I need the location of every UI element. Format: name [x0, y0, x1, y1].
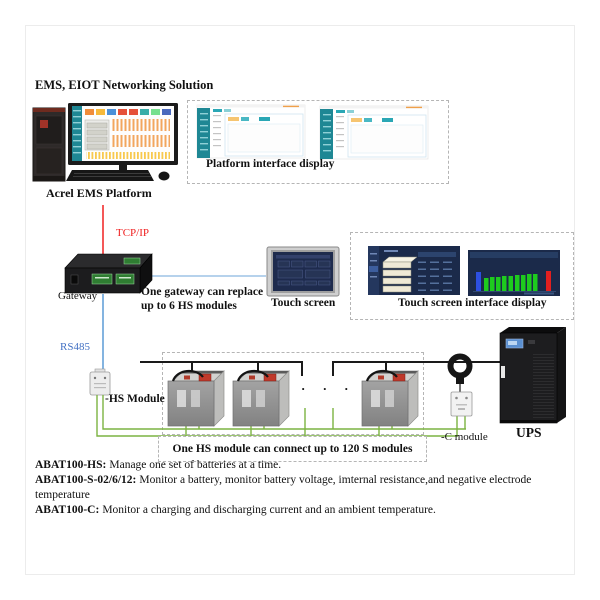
battery-bus-wire [140, 361, 500, 376]
touchscreen-label: Touch screen [271, 297, 336, 309]
gateway-note-line1: One gateway can replace [141, 286, 264, 298]
hs-module-device [89, 368, 111, 396]
keyboard [66, 170, 154, 181]
description-abat100-c: ABAT100-C:Monitor a charging and dischar… [35, 503, 572, 518]
ups-label: UPS [516, 425, 542, 440]
description-text: Monitor a battery, monitor battery volta… [35, 474, 532, 501]
gateway-note: One gateway can replace up to 6 HS modul… [141, 285, 263, 313]
ct-sensor [447, 353, 473, 392]
touch-screenshot-rack [368, 246, 460, 295]
description-term: ABAT100-HS: [35, 459, 107, 471]
battery-ellipsis: · · · [301, 381, 356, 396]
gateway-note-line2: up to 6 HS modules [141, 300, 237, 312]
monitor-screen [72, 106, 174, 161]
ems-platform-label: Acrel EMS Platform [46, 186, 152, 200]
image-border [25, 25, 575, 575]
gateway-label: Gateway [58, 290, 98, 302]
page-title: EMS, EIOT Networking Solution [35, 78, 214, 92]
touch-display-caption: Touch screen interface display [398, 297, 547, 309]
gateway-device [64, 253, 153, 294]
mouse [158, 171, 170, 181]
c-module-device [450, 391, 473, 417]
monitor [68, 103, 178, 175]
battery-1 [166, 369, 226, 428]
description-text: Monitor a charging and discharging curre… [102, 504, 436, 516]
ups-cabinet [499, 327, 566, 424]
product-descriptions: ABAT100-HS:Manage one set of batteries a… [35, 458, 572, 518]
tcpip-label: TCP/IP [116, 227, 150, 239]
battery-2 [231, 369, 291, 428]
description-abat100-hs: ABAT100-HS:Manage one set of batteries a… [35, 458, 572, 473]
description-abat100-s: ABAT100-S-02/6/12:Monitor a battery, mon… [35, 473, 572, 503]
touch-display-box [350, 232, 574, 320]
c-module-label: -C module [441, 431, 488, 443]
computer-tower [32, 107, 66, 182]
platform-display-box [187, 100, 449, 184]
platform-screenshot-2 [319, 105, 429, 160]
touchscreen-device [266, 246, 340, 297]
rs485-label: RS485 [60, 341, 90, 353]
description-text: Manage one set of batteries at a time. [109, 459, 282, 471]
battery-3 [360, 369, 420, 428]
hs-capacity-note: One HS module can connect up to 120 S mo… [158, 436, 427, 462]
description-term: ABAT100-S-02/6/12: [35, 474, 137, 486]
description-term: ABAT100-C: [35, 504, 100, 516]
battery-group-box [162, 352, 424, 435]
green-signal-wires [96, 395, 466, 437]
platform-screenshot-1 [196, 104, 306, 159]
hs-module-label: -HS Module [105, 393, 165, 405]
platform-display-caption: Platform interface display [206, 158, 335, 170]
touch-screenshot-chart [468, 250, 560, 296]
